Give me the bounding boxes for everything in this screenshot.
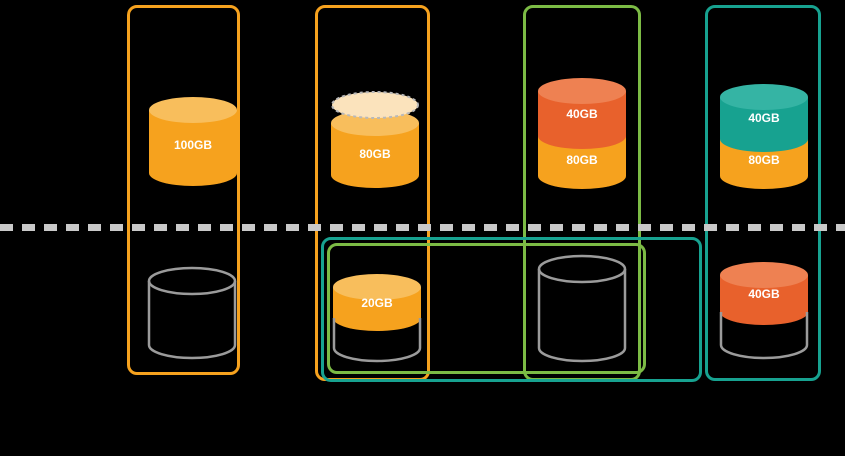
snapshot-filled-segment <box>720 275 808 325</box>
volume-4-bottom-size-label: 80GB <box>748 153 780 167</box>
snapshot-cylinder-3-empty <box>537 254 627 363</box>
volume-column-4 <box>705 5 821 381</box>
empty-cylinder-top-outline <box>537 254 627 284</box>
snapshot-cylinder-4: 40GB <box>719 262 809 360</box>
cylinder-body <box>149 110 237 186</box>
snapshot-2-size-label: 20GB <box>361 296 393 310</box>
empty-cylinder-outline <box>147 281 237 360</box>
volume-2-size-label: 80GB <box>359 147 391 161</box>
cylinder-lower-segment <box>720 139 808 189</box>
snapshot-4-size-label: 40GB <box>748 287 780 301</box>
cylinder-top-face <box>538 78 626 104</box>
volume-4-top-size-label: 40GB <box>748 111 780 125</box>
cylinder-upper-segment <box>538 91 626 149</box>
removed-blocks-ghost-ellipse <box>331 91 419 119</box>
volume-cylinder-2: 80GB <box>331 91 419 188</box>
snapshot-group-teal <box>321 237 702 382</box>
snapshot-cylinder-2: 20GB <box>332 274 422 363</box>
volume-cylinder-1: 100GB <box>149 97 237 186</box>
cylinder-top-face <box>720 84 808 110</box>
empty-cylinder-outline <box>332 318 422 363</box>
empty-cylinder-outline <box>719 312 809 360</box>
cylinder-top-face <box>720 262 808 288</box>
snapshot-group-green <box>327 243 646 374</box>
volume-3-bottom-size-label: 80GB <box>566 153 598 167</box>
cylinder-lower-segment <box>538 136 626 189</box>
cylinder-upper-segment <box>720 97 808 152</box>
cylinder-body <box>331 123 419 188</box>
volume-cylinder-4: 40GB 80GB <box>720 84 808 189</box>
snapshot-cylinder-1-empty <box>147 266 237 360</box>
volume-cylinder-3: 40GB 80GB <box>538 78 626 189</box>
empty-cylinder-outline <box>537 269 627 363</box>
cylinder-top-face <box>333 274 421 300</box>
volume-1-size-label: 100GB <box>174 138 212 152</box>
cylinder-top-face <box>149 97 237 123</box>
volume-column-1 <box>127 5 240 375</box>
empty-cylinder-top-outline <box>147 266 237 296</box>
volume-3-top-size-label: 40GB <box>566 107 598 121</box>
volume-snapshot-divider-dashed-line <box>0 224 845 231</box>
